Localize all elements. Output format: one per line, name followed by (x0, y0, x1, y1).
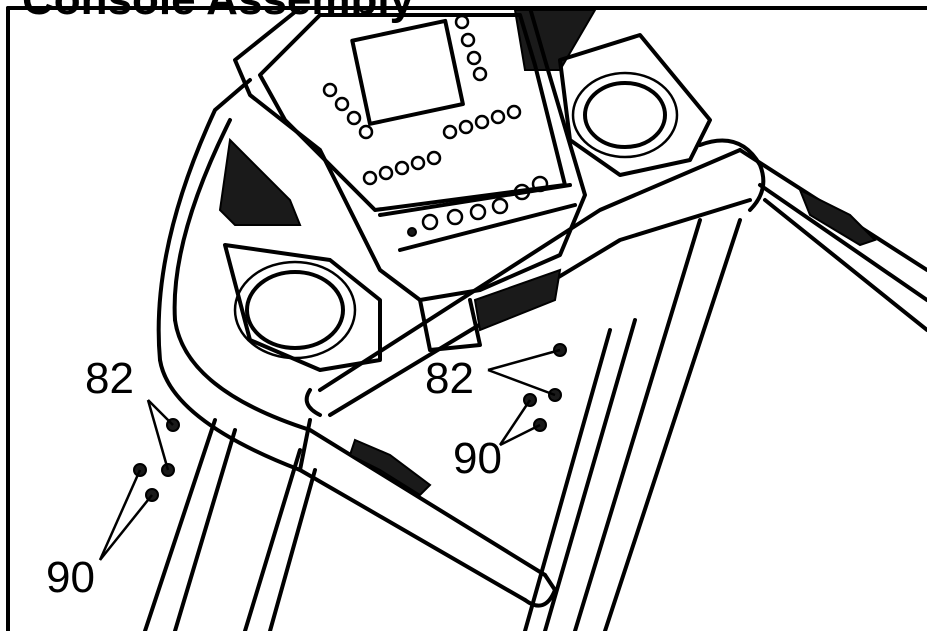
frame-border (6, 6, 927, 631)
leader-lines (98, 348, 561, 561)
callout-82-left: 82 (85, 354, 134, 403)
fasteners (133, 343, 567, 502)
left-handrail (158, 318, 557, 608)
crossbar (304, 148, 752, 417)
right-console-wing (513, 9, 712, 177)
page-title: Console Assembly (22, 0, 414, 22)
callout-82-center: 82 (425, 354, 474, 403)
console-buttons (322, 14, 549, 237)
left-console-wing (156, 78, 382, 372)
callout-90-left: 90 (46, 553, 95, 602)
callout-90-center: 90 (453, 434, 502, 483)
console-panel (233, 6, 587, 352)
right-handrail (698, 138, 927, 332)
upright-posts (143, 218, 742, 631)
